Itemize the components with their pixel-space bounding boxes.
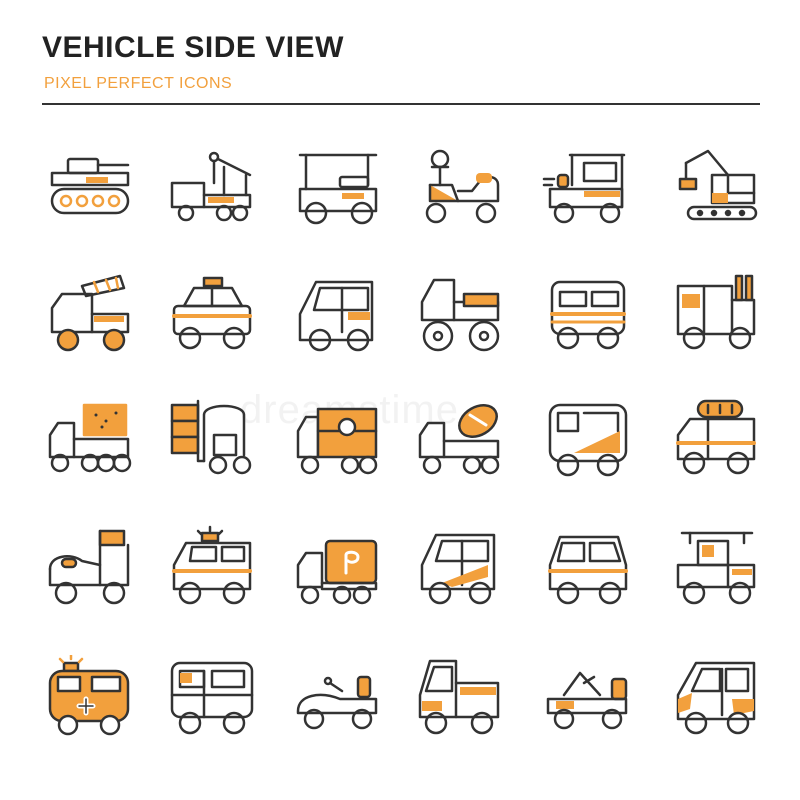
- header-divider: [42, 103, 760, 105]
- pickup-with-rack-icon: [668, 525, 764, 621]
- dump-truck-icon: [42, 395, 138, 491]
- tank-icon: [42, 145, 138, 241]
- microcar-icon: [290, 270, 386, 366]
- fire-truck-icon: [42, 270, 138, 366]
- utility-truck-icon: [668, 270, 764, 366]
- crawler-crane-icon: [668, 145, 764, 241]
- minivan-icon: [540, 525, 636, 621]
- delivery-truck-icon: [290, 395, 386, 491]
- camper-van-icon: [668, 395, 764, 491]
- page-subtitle: PIXEL PERFECT ICONS: [44, 75, 233, 92]
- forklift-icon: [164, 395, 260, 491]
- tow-truck-icon: [164, 145, 260, 241]
- ambulance-icon: [42, 655, 138, 751]
- tuk-tuk-icon: [540, 145, 636, 241]
- page-title: VEHICLE SIDE VIEW: [42, 31, 344, 64]
- minibus-icon: [540, 395, 636, 491]
- jeep-icon: [540, 270, 636, 366]
- golf-cart-icon: [290, 145, 386, 241]
- gas-tanker-truck-icon: [290, 525, 386, 621]
- city-car-icon: [668, 655, 764, 751]
- street-sweeper-icon: [42, 525, 138, 621]
- cement-mixer-icon: [412, 395, 508, 491]
- buggy-icon: [540, 655, 636, 751]
- bus-icon: [164, 655, 260, 751]
- scooter-icon: [412, 145, 508, 241]
- monster-truck-icon: [412, 270, 508, 366]
- header: VEHICLE SIDE VIEW PIXEL PERFECT ICONS: [42, 28, 760, 94]
- police-van-icon: [164, 525, 260, 621]
- flatbed-truck-icon: [412, 655, 508, 751]
- go-kart-icon: [290, 655, 386, 751]
- taxi-icon: [164, 270, 260, 366]
- hatchback-icon: [412, 525, 508, 621]
